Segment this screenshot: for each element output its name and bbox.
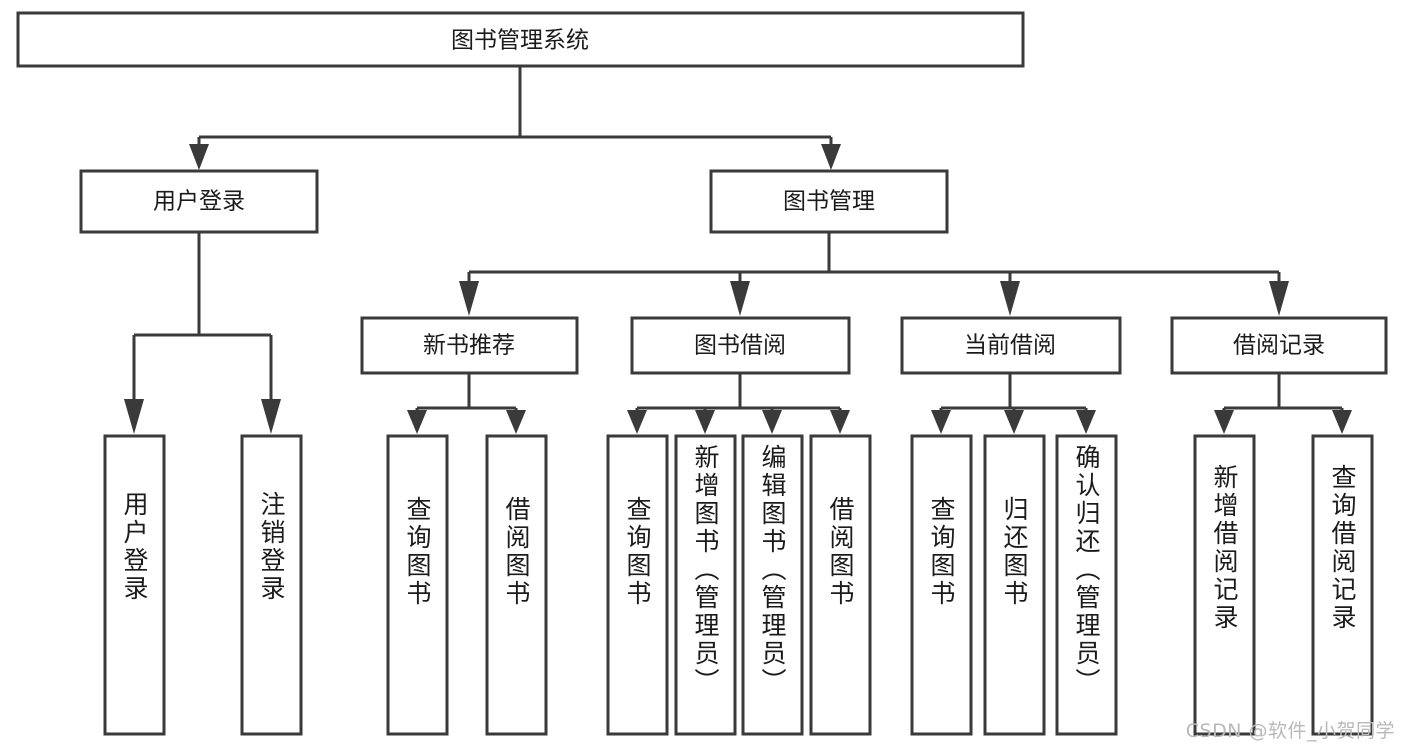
node-current-borrow-label: 当前借阅 — [964, 333, 1056, 359]
node-user-login-box — [79, 169, 319, 234]
connector-group-new-book-recommend — [407, 373, 526, 434]
node-borrow-record[interactable]: 借阅记录 — [1170, 316, 1388, 375]
node-borrow-record-box — [1170, 316, 1388, 375]
node-new-book-recommend[interactable]: 新书推荐 — [360, 316, 579, 375]
connector-group-root — [189, 66, 841, 170]
node-new-book-recommend-box — [360, 316, 579, 375]
connector-group-book-borrow — [627, 373, 850, 434]
arrow-head-leaf-borrow-book-2 — [830, 410, 850, 434]
arrow-head-book-management — [821, 144, 841, 170]
arrow-head-leaf-user-login — [124, 399, 144, 434]
arrow-head-leaf-add-book-admin — [695, 410, 715, 434]
arrow-head-user-login — [189, 144, 209, 170]
connector-group-user-login — [124, 232, 281, 434]
arrow-head-leaf-borrow-book-1 — [506, 410, 526, 434]
node-book-borrow-label: 图书借阅 — [694, 333, 786, 359]
connector-group-borrow-record — [1214, 373, 1352, 434]
leaf-box-return-book[interactable] — [983, 434, 1046, 736]
leaf-box-add-borrow-record[interactable] — [1193, 434, 1256, 736]
leaf-box-query-book-1[interactable] — [386, 434, 449, 736]
arrow-head-leaf-edit-book-admin — [762, 410, 782, 434]
node-book-management[interactable]: 图书管理 — [709, 169, 949, 234]
node-user-login-label: 用户登录 — [153, 189, 245, 215]
node-current-borrow[interactable]: 当前借阅 — [900, 316, 1122, 375]
arrow-head-leaf-query-book-3 — [931, 410, 951, 434]
arrow-head-leaf-return-book — [1004, 410, 1024, 434]
arrow-head-leaf-logout-login — [261, 399, 281, 434]
arrow-head-current-borrow — [1000, 281, 1020, 316]
node-book-management-label: 图书管理 — [783, 189, 875, 215]
arrow-head-leaf-query-book-1 — [407, 410, 427, 434]
arrow-head-new-book-recommend — [459, 281, 479, 316]
node-root-label: 图书管理系统 — [451, 28, 589, 54]
connector-group-book-management — [459, 232, 1289, 316]
leaf-box-logout-login[interactable] — [240, 434, 303, 736]
arrow-head-leaf-query-book-2 — [627, 410, 647, 434]
leaf-box-add-book-admin[interactable] — [674, 434, 737, 736]
leaf-box-query-borrow-record[interactable] — [1311, 434, 1374, 736]
node-root-box — [16, 11, 1025, 68]
leaf-box-borrow-book-1[interactable] — [485, 434, 548, 736]
leaf-box-confirm-return-admin[interactable] — [1055, 434, 1118, 736]
leaf-box-user-login[interactable] — [103, 434, 166, 736]
node-book-borrow-box — [630, 316, 851, 375]
node-current-borrow-box — [900, 316, 1122, 375]
leaf-box-query-book-2[interactable] — [606, 434, 669, 736]
node-book-borrow[interactable]: 图书借阅 — [630, 316, 851, 375]
csdn-watermark: CSDN @软件_小贺同学 — [1185, 720, 1395, 742]
leaf-boxes — [103, 434, 1374, 736]
arrow-head-leaf-query-borrow-record — [1332, 410, 1352, 434]
node-book-management-box — [709, 169, 949, 234]
connector-group-current-borrow — [931, 373, 1096, 434]
node-user-login[interactable]: 用户登录 — [79, 169, 319, 234]
arrow-head-book-borrow — [730, 281, 750, 316]
node-root[interactable]: 图书管理系统 — [16, 11, 1025, 68]
leaf-box-query-book-3[interactable] — [910, 434, 973, 736]
arrow-head-leaf-add-borrow-record — [1214, 410, 1234, 434]
leaf-box-edit-book-admin[interactable] — [741, 434, 804, 736]
leaf-box-borrow-book-2[interactable] — [809, 434, 872, 736]
node-borrow-record-label: 借阅记录 — [1233, 333, 1325, 359]
node-new-book-recommend-label: 新书推荐 — [423, 333, 515, 359]
arrow-head-borrow-record — [1269, 281, 1289, 316]
arrow-head-leaf-confirm-return-admin — [1076, 410, 1096, 434]
